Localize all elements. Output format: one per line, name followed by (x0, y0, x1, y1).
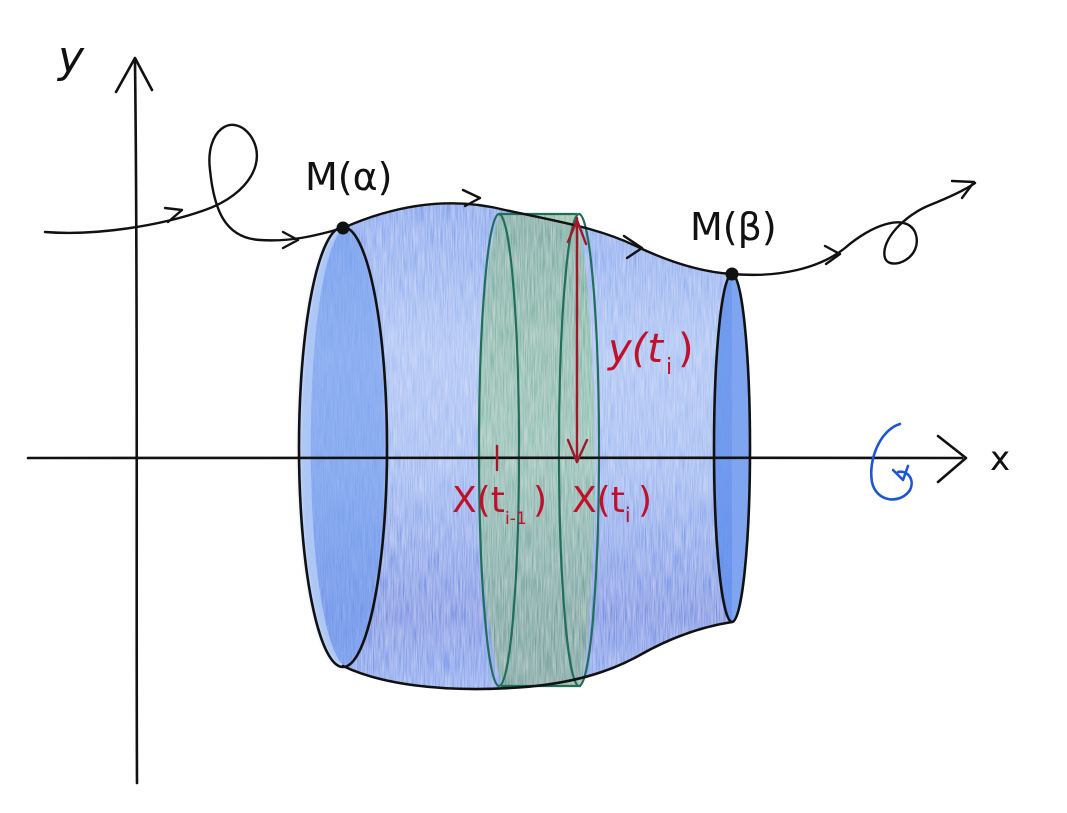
label-x-prev: X(t i-1 ) (452, 480, 547, 529)
rotation-arrow-icon (869, 422, 913, 501)
curve-left-loop (43, 123, 345, 242)
label-height: y(t i ) (607, 326, 694, 380)
y-axis-arrowhead (114, 56, 154, 94)
y-axis-label: y (56, 32, 85, 83)
left-cap-fill (299, 227, 387, 667)
curve-middle (341, 202, 734, 276)
disk-slab (477, 212, 601, 688)
curve-arrow-4 (622, 234, 644, 260)
x-axis-arrowhead (936, 434, 968, 484)
label-x-prev-sub: i-1 (505, 509, 527, 529)
y-axis (133, 60, 139, 785)
label-height-close: ) (678, 326, 694, 372)
point-m-beta (725, 267, 739, 281)
height-arrow-top-head (566, 218, 588, 246)
height-arrow (495, 216, 589, 472)
curve-arrow-5 (823, 244, 842, 266)
label-x-curr-sub: i (625, 503, 631, 527)
curve-arrow-3 (461, 188, 482, 208)
label-m-beta: M(β) (690, 205, 777, 249)
label-x-curr: X(t i ) (572, 480, 652, 527)
label-m-alpha: M(α) (305, 155, 393, 199)
curve-arrow-2 (281, 230, 300, 250)
label-x-curr-main: X(t (572, 480, 625, 521)
right-cap-fill (714, 274, 750, 622)
label-x-prev-close: ) (533, 480, 547, 521)
height-arrow-bottom-head (566, 438, 589, 464)
disk-slab-fill (477, 214, 595, 686)
x-axis-label: x (990, 439, 1010, 479)
parametric-curve (43, 123, 977, 277)
bottom-profile (341, 620, 734, 691)
point-m-alpha (336, 221, 350, 235)
curve-arrow-6 (950, 179, 976, 200)
label-height-main: y(t (607, 326, 664, 372)
label-x-curr-close: ) (638, 480, 652, 521)
label-height-sub: i (666, 355, 672, 380)
curve-right-loop (730, 181, 977, 277)
label-x-prev-main: X(t (452, 480, 505, 521)
x-axis (26, 456, 964, 460)
axes (26, 56, 968, 785)
curve-arrow-1 (163, 206, 184, 224)
